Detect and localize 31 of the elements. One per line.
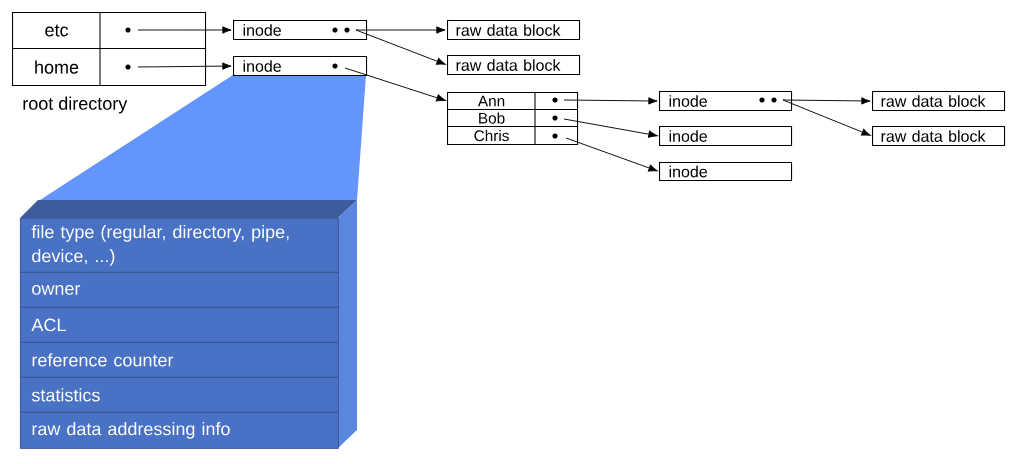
inode-box: inode xyxy=(659,91,793,112)
field-row: file type (regular, directory, pipe, device, ...) xyxy=(20,218,339,273)
table-row: Bob xyxy=(447,108,579,128)
data-block-box: raw data block xyxy=(872,91,1006,112)
field-row: statistics xyxy=(20,377,339,413)
arrow xyxy=(355,26,446,34)
inode-box: inode xyxy=(233,20,368,41)
caption-text: root directory xyxy=(23,96,128,114)
data-block-box: raw data block xyxy=(447,20,581,41)
inode-box: inode xyxy=(659,162,793,182)
arrow xyxy=(563,118,658,138)
arrow xyxy=(355,29,446,65)
arrow xyxy=(137,62,232,70)
field-row: owner xyxy=(20,272,339,308)
field-row: raw data addressing info xyxy=(20,412,339,449)
data-block-box: raw data block xyxy=(872,126,1006,147)
field-row: reference counter xyxy=(20,342,339,378)
table-row: etc xyxy=(12,11,207,50)
arrow xyxy=(782,99,871,136)
field-row: ACL xyxy=(20,307,339,343)
data-block-box: raw data block xyxy=(447,55,581,76)
arrow xyxy=(563,97,658,105)
arrow xyxy=(344,67,446,102)
inode-box: inode xyxy=(659,126,793,147)
inode-box: inode xyxy=(233,56,368,77)
arrow xyxy=(137,26,232,34)
table-row: home xyxy=(12,47,207,87)
arrow xyxy=(782,97,871,105)
arrow xyxy=(565,137,658,172)
table-row: Chris xyxy=(447,125,579,146)
table-row: Ann xyxy=(447,91,579,111)
